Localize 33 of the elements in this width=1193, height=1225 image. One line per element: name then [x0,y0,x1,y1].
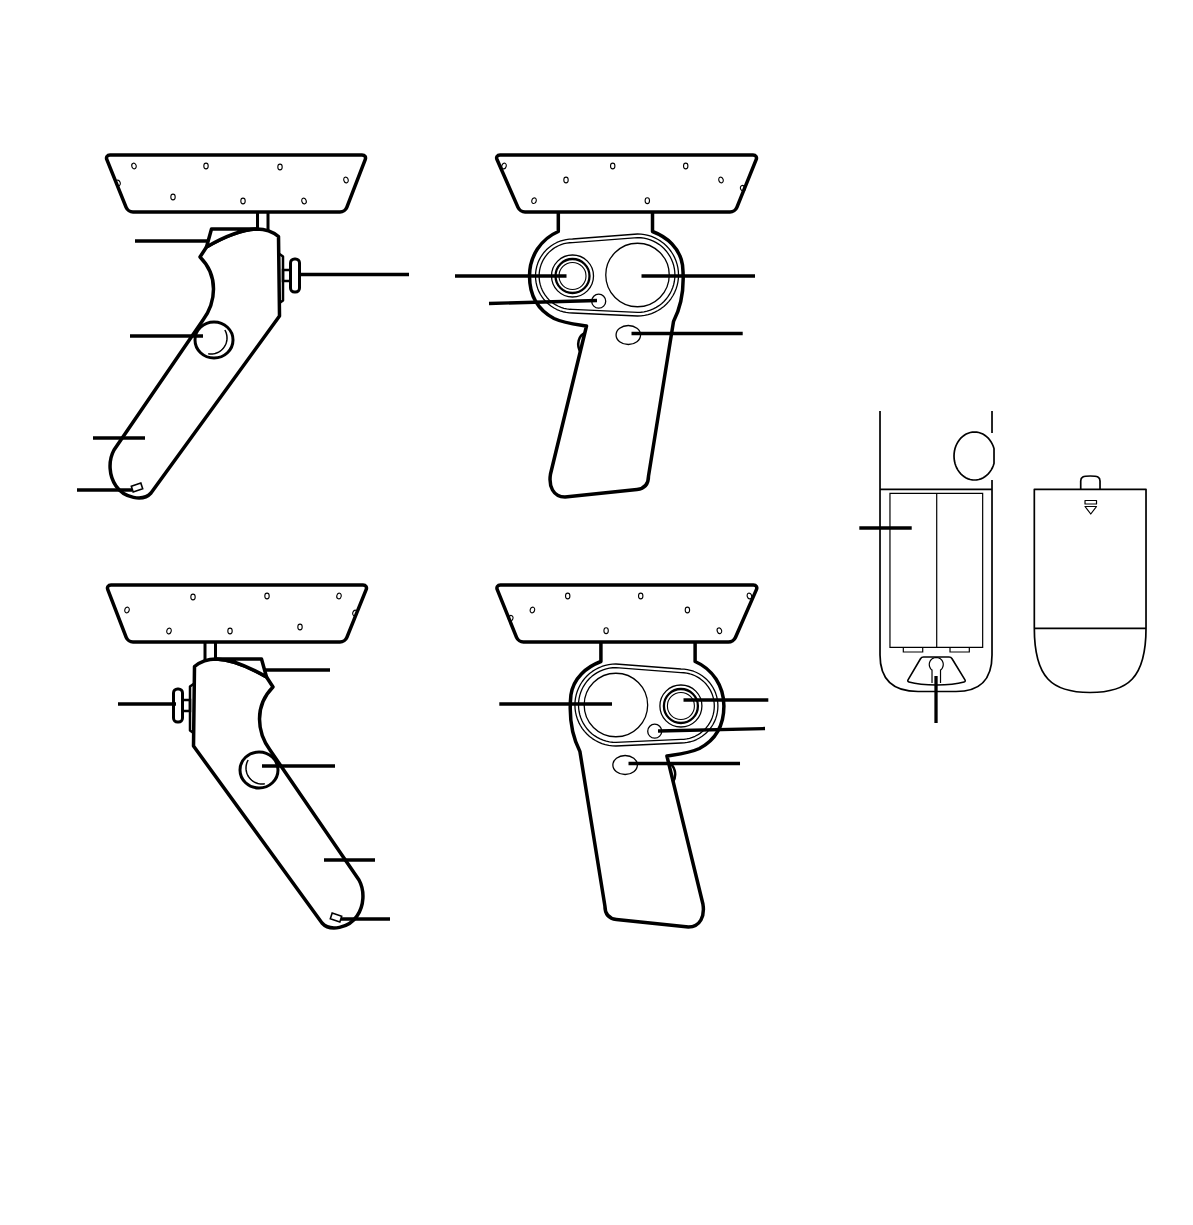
leader-line [631,331,743,336]
leader-line [628,761,740,766]
leader-line [264,668,330,672]
menu-button [591,293,607,309]
keyhole-tab [907,656,967,686]
leader-line [455,274,567,278]
leader-line [262,764,335,768]
leader-line [934,676,938,723]
thumbstick [281,257,301,294]
thumbstick [659,684,703,728]
home-button [612,754,638,776]
leader-line [488,298,598,306]
battery-bay [889,492,984,653]
leader-line [118,702,176,706]
thumbstick [172,687,192,724]
leader-line [135,239,208,243]
leader-line [298,272,409,277]
touchpad [583,672,649,738]
menu-button [647,723,663,739]
leader-line [641,274,755,278]
home-button [615,324,642,346]
leader-line [77,488,132,492]
leader-line [859,526,912,530]
trigger [214,657,269,679]
leader-line [499,702,612,706]
leader-line [324,858,375,862]
leader-line [683,698,769,702]
touchpad [605,242,670,308]
thumbstick [550,254,595,298]
leader-line [130,334,203,338]
leader-line [341,917,390,921]
leader-line [657,726,766,733]
leader-line [93,436,145,440]
